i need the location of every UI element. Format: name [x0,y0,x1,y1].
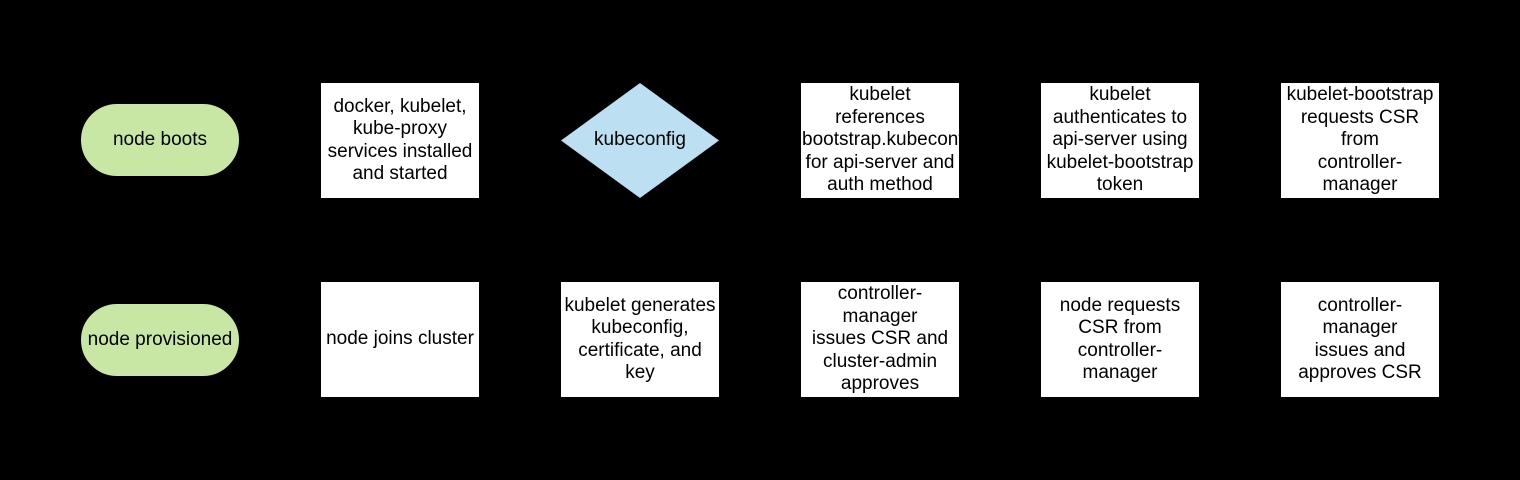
flow-node-kubelet-bootstrap-requests-csr[interactable]: kubelet-bootstrap requests CSR from cont… [1281,83,1439,198]
flow-node-label: node provisioned [87,328,233,350]
flow-node-node-boots[interactable]: node boots [81,104,239,176]
flow-node-controller-manager-issues-csr[interactable]: controller-manager issues CSR and cluste… [801,282,959,397]
flow-node-label: kubelet authenticates to api-server usin… [1046,84,1194,196]
flow-node-services-installed[interactable]: docker, kubelet, kube-proxy services ins… [321,83,479,198]
flow-node-label: kubeconfig [594,129,686,151]
flow-node-label: node joins cluster [326,328,474,350]
flow-node-label: kubelet-bootstrap requests CSR from cont… [1286,84,1434,196]
flow-node-label: controller-manager issues and approves C… [1298,294,1422,384]
flow-node-kubelet-references-bootstrap[interactable]: kubelet references bootstrap.kubeconfig … [801,83,979,198]
flow-node-label: node requests CSR from controller-manage… [1059,294,1181,384]
flow-node-kubeconfig[interactable]: kubeconfig [561,83,719,198]
flow-node-label: kubelet references bootstrap.kubeconfig … [802,84,979,196]
flow-node-node-joins-cluster[interactable]: node joins cluster [321,282,479,397]
flow-node-node-requests-csr[interactable]: node requests CSR from controller-manage… [1041,282,1199,397]
flow-node-kubelet-generates-kubeconfig[interactable]: kubelet generates kubeconfig, certificat… [561,282,719,397]
flow-node-label: kubelet generates kubeconfig, certificat… [564,294,716,384]
flow-node-label: controller-manager issues CSR and cluste… [811,283,949,395]
flow-node-label: node boots [112,128,208,150]
flow-node-label: docker, kubelet, kube-proxy services ins… [327,95,473,185]
flow-node-controller-manager-issues-approves[interactable]: controller-manager issues and approves C… [1281,282,1439,397]
flow-node-node-provisioned[interactable]: node provisioned [81,304,239,376]
flow-node-kubelet-authenticates[interactable]: kubelet authenticates to api-server usin… [1041,83,1199,198]
